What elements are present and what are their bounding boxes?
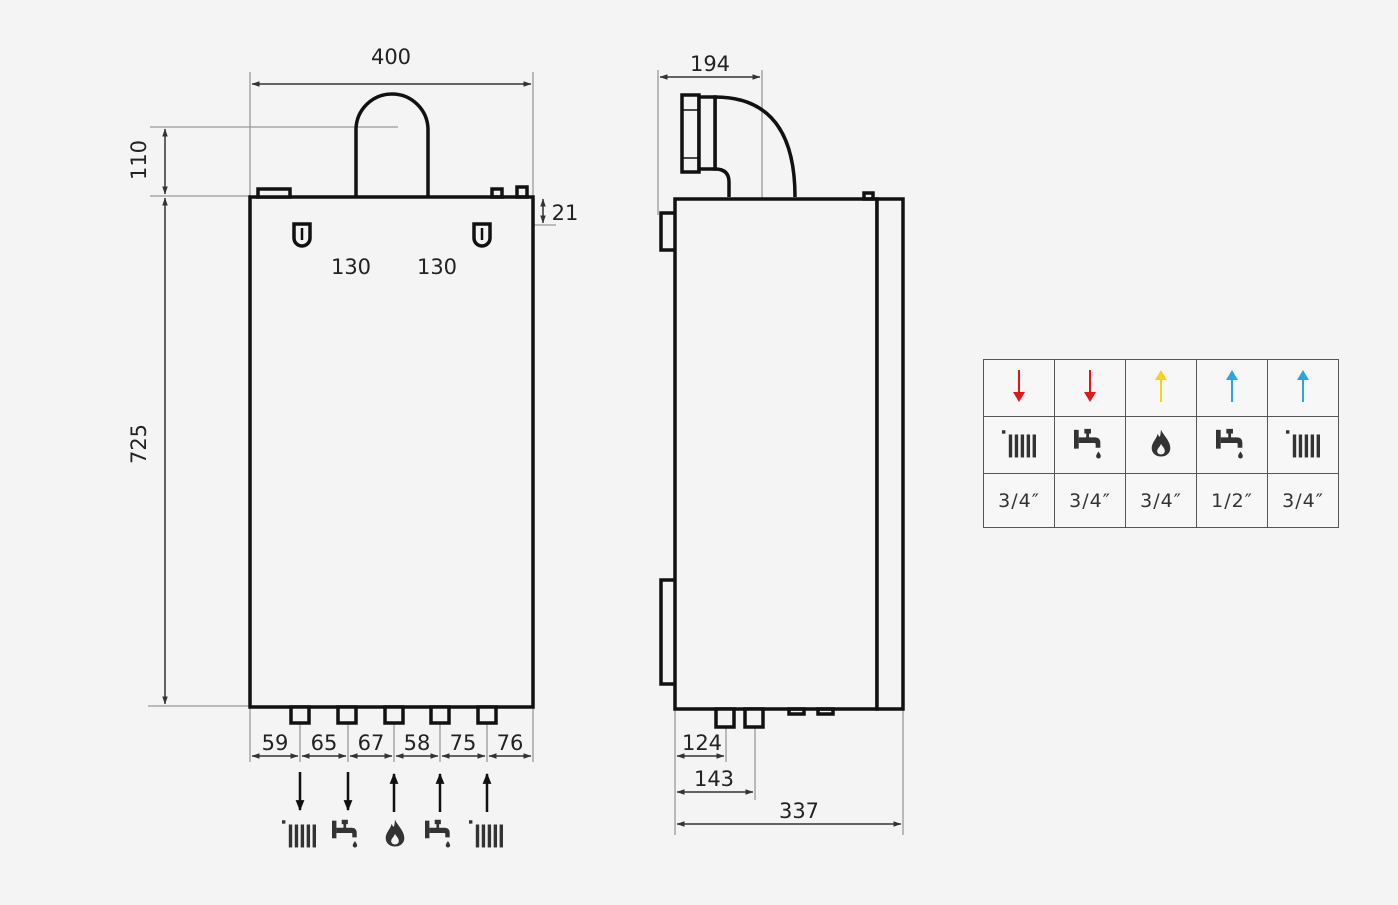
bracket-offset-label: 21 — [552, 201, 579, 225]
bottom-spacing-label: 58 — [404, 731, 431, 755]
bottom-spacing-label: 59 — [262, 731, 289, 755]
pipe-height-label: 110 — [127, 140, 151, 180]
table-cell — [983, 359, 1055, 417]
pipe-size: 3/4″ — [1054, 473, 1126, 528]
front-extension-lines — [148, 72, 556, 762]
table-cell — [1196, 359, 1268, 417]
table-row-icons — [983, 416, 1339, 474]
bottom-spacing-label: 67 — [358, 731, 385, 755]
bottom-spacing-label: 75 — [450, 731, 477, 755]
flue-collar-lines — [682, 109, 699, 159]
table-cell — [1054, 359, 1126, 417]
arrow-up-icon — [1226, 370, 1238, 402]
front-width-label: 400 — [371, 45, 411, 69]
radiator-icon — [1286, 430, 1320, 458]
table-cell — [1267, 359, 1339, 417]
pipe-size: 3/4″ — [983, 473, 1055, 528]
bottom-spacing-labels: 59 65 67 58 75 76 — [262, 731, 524, 755]
side-extension-lines — [657, 70, 904, 835]
bracket-slots — [300, 228, 484, 240]
pipe-size: 1/2″ — [1196, 473, 1268, 528]
front-flow-arrows — [295, 772, 492, 812]
table-row-arrows — [983, 359, 1339, 417]
front-height-label: 725 — [127, 424, 151, 464]
arrow-down-icon — [1013, 370, 1025, 402]
table-cell — [1054, 416, 1126, 474]
arrow-down-icon — [1084, 370, 1096, 402]
side-conn-2-label: 143 — [694, 767, 734, 791]
pipe-size: 3/4″ — [1125, 473, 1197, 528]
tap-icon — [332, 819, 358, 848]
side-conn-1-label: 124 — [682, 731, 722, 755]
table-cell — [1125, 359, 1197, 417]
front-body — [248, 92, 535, 725]
side-view: 194 124 143 337 — [657, 52, 905, 835]
front-view: 400 110 725 21 130 130 59 65 67 58 75 76 — [127, 45, 578, 848]
pipe-size: 3/4″ — [1267, 473, 1339, 528]
tap-icon — [425, 819, 451, 848]
side-dimension-lines — [659, 74, 902, 827]
connections-table: 3/4″ 3/4″ 3/4″ 1/2″ 3/4″ — [983, 359, 1339, 528]
flame-icon — [1151, 429, 1171, 457]
bracket-spacing-right-label: 130 — [417, 255, 457, 279]
flue-offset-label: 194 — [690, 52, 730, 76]
bottom-spacing-label: 65 — [311, 731, 338, 755]
radiator-icon — [469, 820, 503, 848]
tap-icon — [1074, 428, 1101, 459]
side-depth-label: 337 — [779, 799, 819, 823]
bottom-spacing-label: 76 — [497, 731, 524, 755]
front-flow-icons — [282, 819, 503, 848]
table-cell — [983, 416, 1055, 474]
table-cell — [1196, 416, 1268, 474]
table-row-sizes: 3/4″ 3/4″ 3/4″ 1/2″ 3/4″ — [983, 473, 1339, 528]
radiator-icon — [1002, 430, 1036, 458]
arrow-up-icon — [1155, 370, 1167, 402]
table-cell — [1267, 416, 1339, 474]
tap-icon — [1216, 428, 1243, 459]
arrow-up-icon — [1297, 370, 1309, 402]
table-cell — [1125, 416, 1197, 474]
side-body — [659, 93, 905, 729]
radiator-icon — [282, 820, 316, 848]
flame-icon — [385, 819, 405, 847]
bracket-spacing-left-label: 130 — [331, 255, 371, 279]
